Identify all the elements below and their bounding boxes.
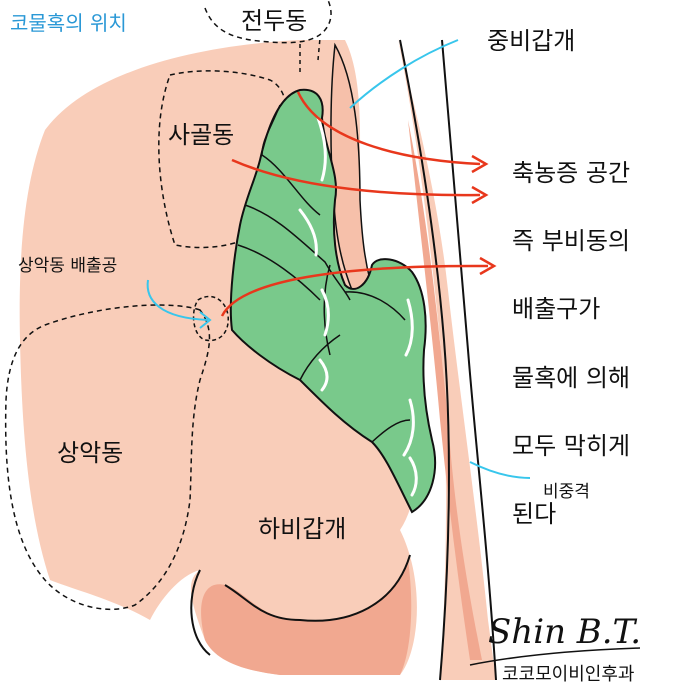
- explanation-note: 축농증 공간 즉 부비동의 배출구가 물혹에 의해 모두 막히게 된다: [512, 122, 630, 565]
- note-line: 된다: [512, 497, 630, 531]
- note-line: 모두 막히게: [512, 429, 630, 463]
- label-ethmoid-sinus: 사골동: [168, 120, 234, 150]
- diagram-title: 코물혹의 위치: [10, 11, 127, 36]
- label-maxillary-sinus: 상악동: [57, 438, 123, 468]
- artist-signature: Shin B.T.: [488, 612, 641, 652]
- label-maxillary-ostium: 상악동 배출공: [18, 256, 117, 277]
- note-line: 배출구가: [512, 292, 630, 326]
- note-line: 물혹에 의해: [512, 361, 630, 395]
- label-inferior-turbinate: 하비갑개: [258, 514, 346, 544]
- note-line: 즉 부비동의: [512, 224, 630, 258]
- label-middle-turbinate: 중비갑개: [487, 26, 575, 56]
- label-frontal-sinus: 전두동: [241, 6, 307, 36]
- note-line: 축농증 공간: [512, 156, 630, 190]
- pointer-middle-turbinate: [350, 40, 458, 108]
- clinic-name: 코코모이비인후과: [502, 664, 634, 687]
